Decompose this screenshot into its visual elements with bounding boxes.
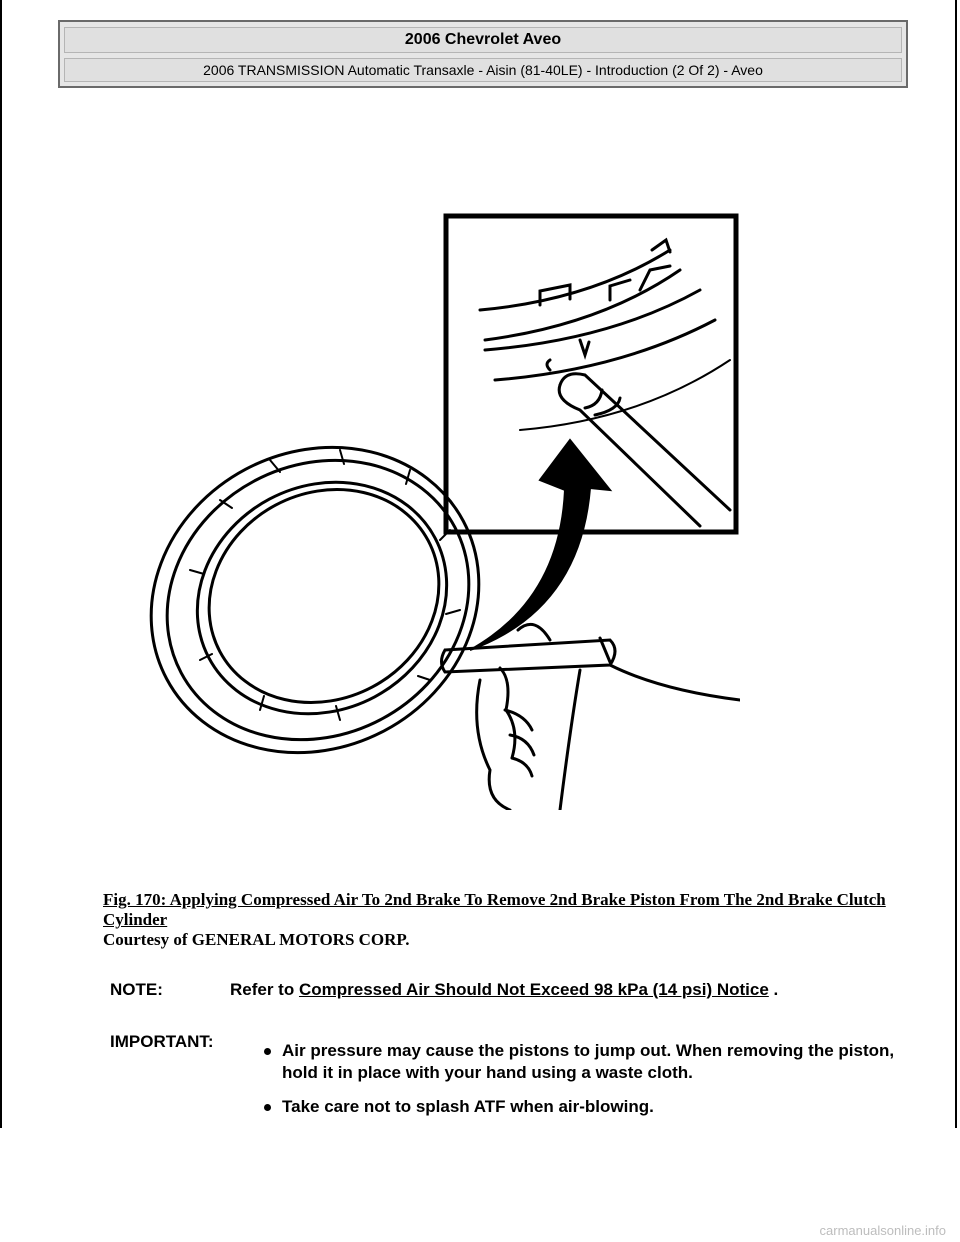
watermark: carmanualsonline.info: [819, 1223, 946, 1238]
header-title: 2006 Chevrolet Aveo: [64, 27, 902, 53]
brake-piston-illustration: [149, 213, 740, 810]
list-item: Take care not to splash ATF when air-blo…: [260, 1096, 900, 1118]
important-label: IMPORTANT:: [110, 1032, 214, 1051]
note-prefix: Refer to: [230, 980, 299, 999]
figure-caption: Fig. 170: Applying Compressed Air To 2nd…: [103, 890, 903, 950]
header-subtitle: 2006 TRANSMISSION Automatic Transaxle - …: [64, 58, 902, 82]
note-label: NOTE:: [110, 980, 163, 999]
note-text: Refer to Compressed Air Should Not Excee…: [230, 980, 778, 1000]
list-item: Air pressure may cause the pistons to ju…: [260, 1040, 900, 1084]
figure-caption-link[interactable]: Fig. 170: Applying Compressed Air To 2nd…: [103, 890, 886, 929]
compressed-air-notice-link[interactable]: Compressed Air Should Not Exceed 98 kPa …: [298, 980, 769, 999]
important-list: Air pressure may cause the pistons to ju…: [260, 1040, 900, 1130]
page-border: [0, 0, 957, 1128]
figure-credit: Courtesy of GENERAL MOTORS CORP.: [103, 930, 410, 949]
document-header: 2006 Chevrolet Aveo 2006 TRANSMISSION Au…: [58, 20, 908, 88]
note-suffix: .: [768, 980, 779, 999]
